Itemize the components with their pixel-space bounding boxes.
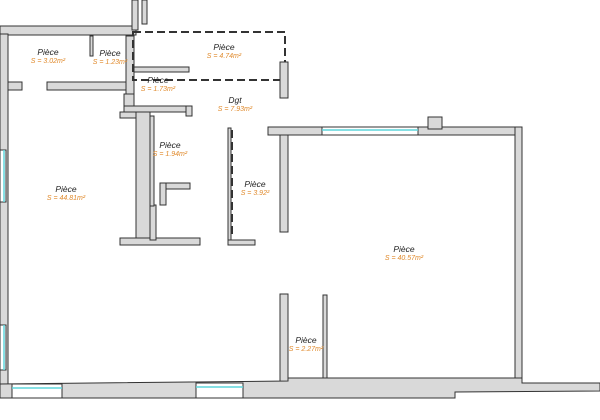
room-area: S = 3.02m²: [30, 57, 66, 65]
window: [0, 149, 7, 203]
wall: [159, 182, 167, 206]
wall: [149, 204, 157, 241]
room-name: Pièce: [55, 184, 77, 194]
room-area: S = 4.74m²: [206, 52, 242, 60]
wall: [279, 129, 289, 233]
room-name: Pièce: [159, 140, 181, 150]
wall: [89, 35, 94, 57]
window: [11, 383, 63, 399]
wall: [427, 116, 443, 130]
room-area: S = 7.93m²: [217, 105, 253, 113]
wall: [279, 61, 289, 99]
room-name: Pièce: [147, 75, 169, 85]
room-area: S = 1.23m²: [92, 58, 128, 66]
window: [321, 126, 419, 136]
wall: [0, 25, 137, 36]
room-area: S = 1.73m²: [140, 85, 176, 93]
room-name: Pièce: [37, 47, 59, 57]
room-name: Pièce: [295, 335, 317, 345]
wall: [133, 66, 190, 73]
wall: [0, 377, 600, 399]
wall: [514, 126, 523, 381]
wall: [119, 237, 201, 246]
dashed-partition: [132, 31, 286, 81]
wall: [185, 105, 193, 117]
wall: [227, 239, 256, 246]
wall: [322, 294, 328, 381]
wall: [135, 111, 151, 245]
room-name: Pièce: [393, 244, 415, 254]
wall: [141, 0, 148, 25]
window: [195, 382, 244, 399]
room-name: Pièce: [244, 179, 266, 189]
window: [0, 324, 7, 371]
wall: [46, 81, 135, 91]
room-area: S = 2.27m²: [288, 345, 324, 353]
wall: [149, 115, 155, 207]
wall: [123, 105, 191, 113]
wall: [131, 0, 139, 31]
room-name: Pièce: [213, 42, 235, 52]
room-area: S = 1.94m²: [152, 150, 188, 158]
room-area: S = 44.81m²: [46, 194, 86, 202]
wall: [227, 127, 232, 245]
room-name: Pièce: [99, 48, 121, 58]
room-name: Dgt: [228, 95, 242, 105]
wall: [279, 293, 289, 385]
room-area: S = 3.92²: [240, 189, 270, 197]
wall: [7, 81, 23, 91]
room-area: S = 40.57m²: [384, 254, 424, 262]
